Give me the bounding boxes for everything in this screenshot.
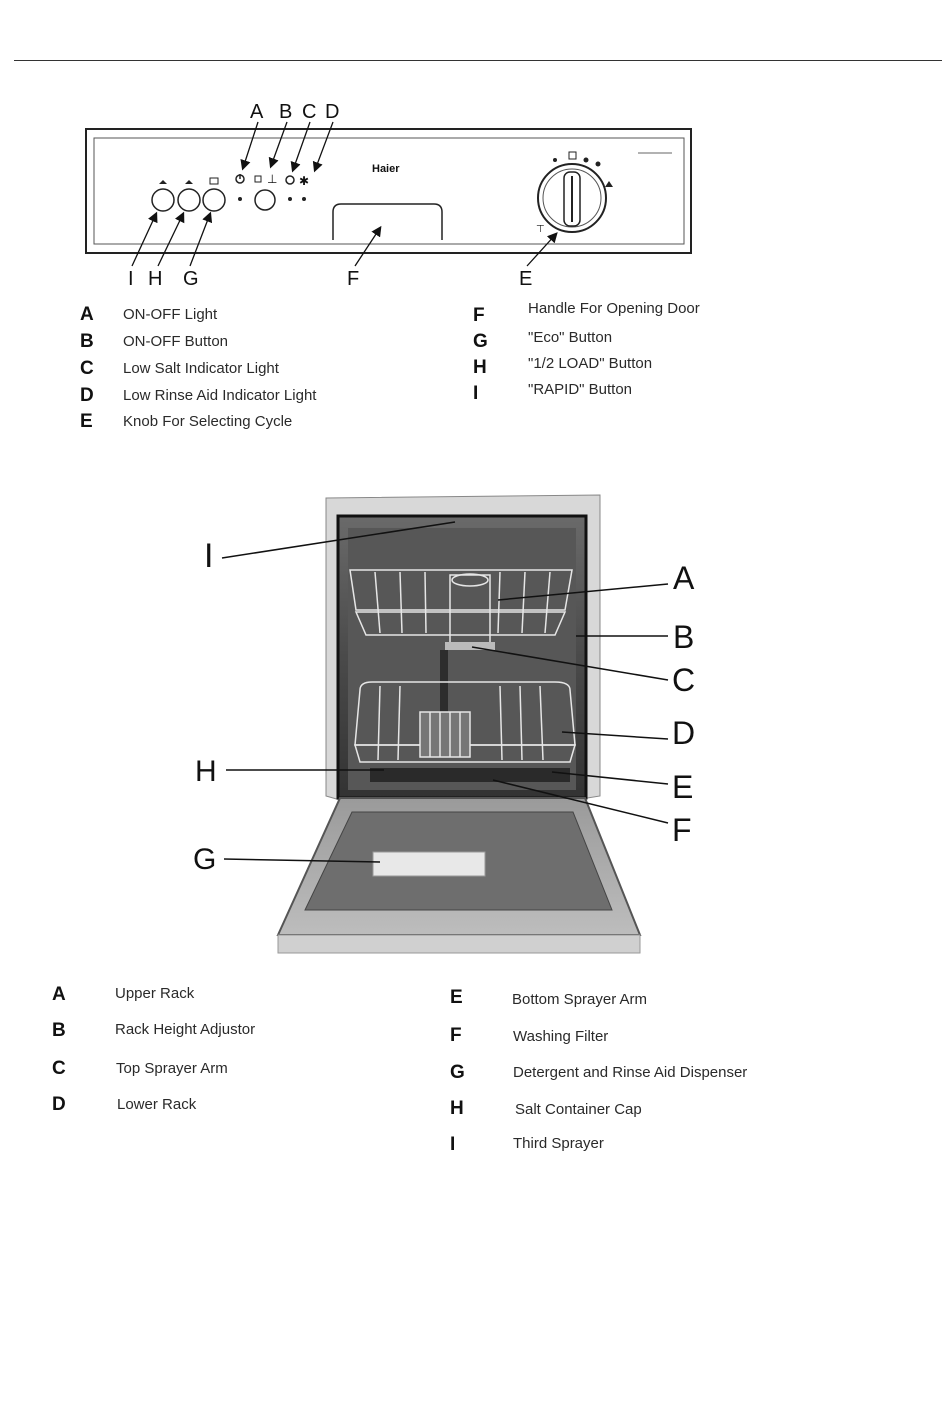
legend-letter: G <box>473 331 488 352</box>
legend-letter: I <box>450 1134 456 1155</box>
legend-letter: H <box>450 1098 464 1119</box>
dishwasher-interior-figure: I H G A B C D E F <box>193 494 695 954</box>
callout-interior-f: F <box>672 812 692 848</box>
legend-letter: C <box>52 1058 66 1079</box>
detergent-dispenser <box>372 851 486 877</box>
legend-letter: H <box>473 357 487 378</box>
low-salt-indicator <box>285 175 295 201</box>
legend-label: Washing Filter <box>513 1028 609 1045</box>
on-off-light <box>235 174 245 201</box>
bottom-sprayer-area <box>370 768 570 782</box>
callout-interior-a: A <box>673 560 695 596</box>
callout-panel-b: B <box>279 101 292 123</box>
legend-label: ON-OFF Button <box>123 333 229 350</box>
legend-label: Bottom Sprayer Arm <box>512 991 648 1008</box>
legend-label: "Eco" Button <box>528 329 613 346</box>
upper-rack <box>349 569 573 646</box>
callout-interior-d: D <box>672 715 695 751</box>
callout-panel-c: C <box>302 101 316 123</box>
legend-letter: C <box>80 358 94 379</box>
lower-rack <box>353 681 577 763</box>
legend-label: Third Sprayer <box>513 1135 604 1152</box>
callout-interior-e: E <box>672 769 693 805</box>
legend-label: Low Salt Indicator Light <box>123 360 279 377</box>
door-handle <box>332 203 443 240</box>
legend-letter: E <box>450 987 463 1008</box>
legend-label: Knob For Selecting Cycle <box>123 413 293 430</box>
legend-label: Lower Rack <box>117 1096 197 1113</box>
cycle-knob: ⊤ <box>536 151 613 235</box>
rapid-button <box>151 180 175 212</box>
callout-interior-c: C <box>672 662 695 698</box>
callout-panel-d: D <box>325 101 339 123</box>
open-door <box>276 797 642 954</box>
legend-label: "1/2 LOAD" Button <box>528 355 653 372</box>
on-off-symbol <box>254 175 262 183</box>
salt-symbol: ⊥ <box>267 172 277 186</box>
callout-panel-f: F <box>347 268 359 290</box>
svg-text:✱: ✱ <box>299 174 309 188</box>
legend-letter: A <box>80 304 94 325</box>
legend-label: Low Rinse Aid Indicator Light <box>123 387 317 404</box>
callout-interior-i: I <box>204 537 213 575</box>
eco-button <box>202 177 226 212</box>
legend-letter: B <box>80 331 94 352</box>
panel-inner <box>93 137 685 245</box>
legend-label: Detergent and Rinse Aid Dispenser <box>513 1064 748 1081</box>
brand-logo: Haier <box>372 163 400 175</box>
legend-letter: I <box>473 383 479 404</box>
callout-panel-h: H <box>148 268 162 290</box>
legend-label: Rack Height Adjustor <box>115 1021 256 1038</box>
callout-panel-i: I <box>128 268 134 290</box>
legend-letter: E <box>80 411 93 432</box>
legend-letter: D <box>80 385 94 406</box>
legend-letter: B <box>52 1020 66 1041</box>
header-rule <box>14 60 942 61</box>
panel-outer <box>85 128 692 254</box>
callout-panel-g: G <box>183 268 199 290</box>
callout-panel-e: E <box>519 268 532 290</box>
legend-letter: F <box>473 305 485 326</box>
legend-label: Salt Container Cap <box>515 1101 642 1118</box>
on-off-button <box>254 189 276 211</box>
legend-label: "RAPID" Button <box>528 381 633 398</box>
legend-letter: A <box>52 984 66 1005</box>
svg-text:⊤: ⊤ <box>536 224 545 235</box>
control-panel-figure: ⊥ ✱ Haier ⊤ A B C D I H G F E <box>85 101 692 290</box>
rinse-aid-indicator: ✱ <box>299 174 309 201</box>
legend-letter: G <box>450 1062 465 1083</box>
legend-label: ON-OFF Light <box>123 306 218 323</box>
legend-label: Handle For Opening Door <box>528 300 700 317</box>
callout-interior-g: G <box>193 843 216 876</box>
half-load-button <box>177 180 201 212</box>
legend-label: Upper Rack <box>115 985 195 1002</box>
legend-label: Top Sprayer Arm <box>116 1060 228 1077</box>
legend-letter: F <box>450 1025 462 1046</box>
top-sprayer-arm <box>445 642 495 650</box>
callout-interior-b: B <box>673 619 694 655</box>
legend-letter: D <box>52 1094 66 1115</box>
callout-interior-h: H <box>195 755 217 788</box>
callout-panel-a: A <box>250 101 264 123</box>
